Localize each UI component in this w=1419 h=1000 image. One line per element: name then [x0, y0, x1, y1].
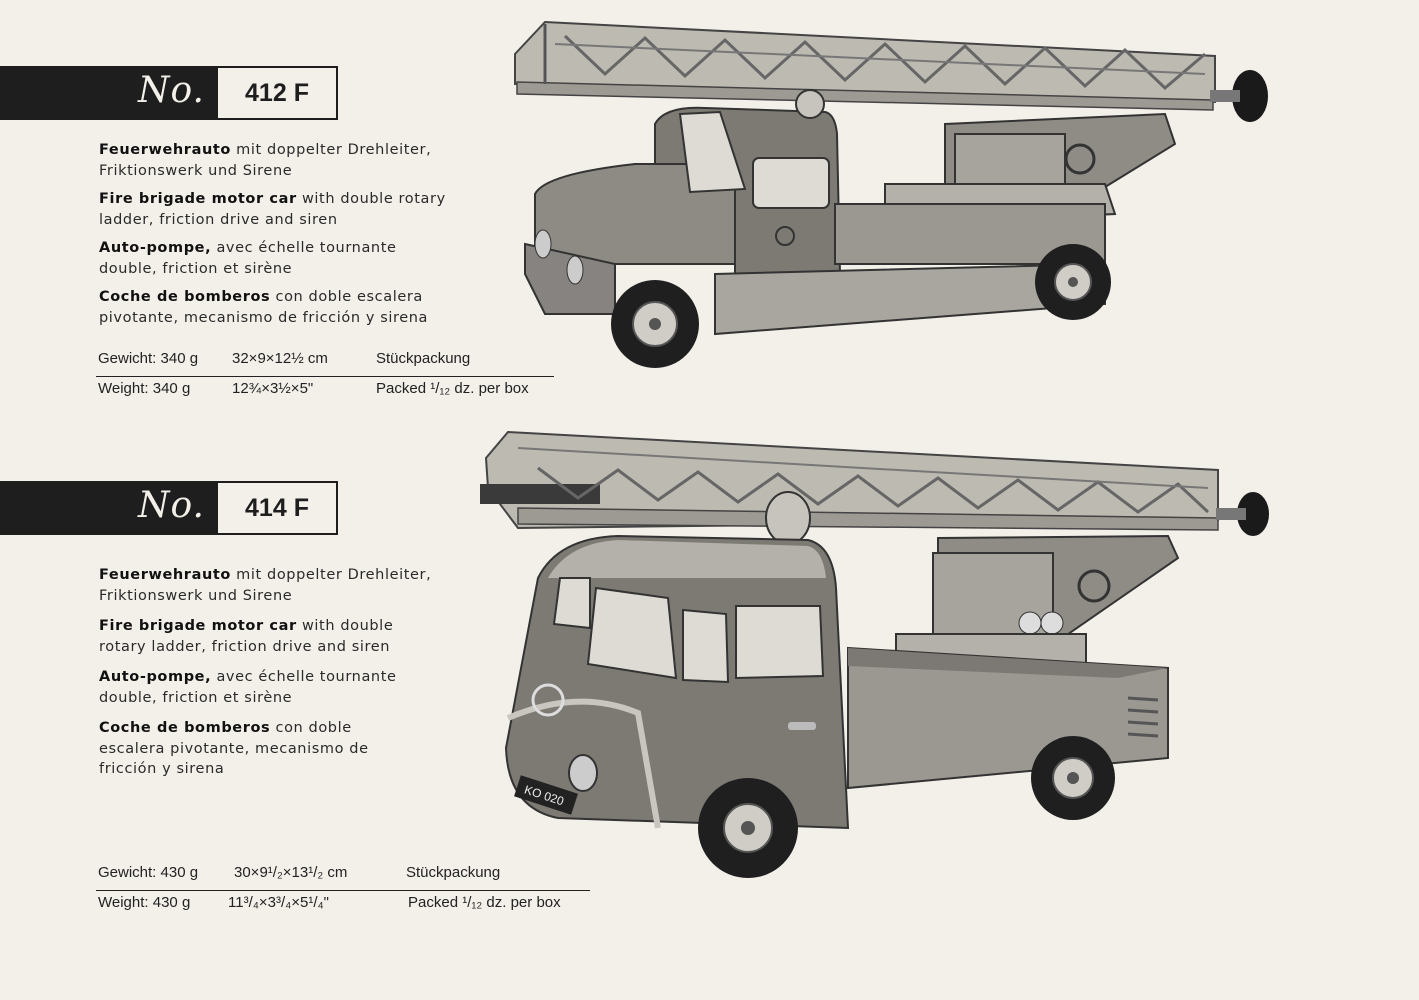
weight-de: Gewicht: 430 g — [98, 864, 199, 881]
pickup-bed — [847, 646, 1169, 790]
product-number-banner-412: No. 412 F — [0, 66, 338, 120]
description-de: Feuerwehrauto mit doppelter Drehleiter, … — [99, 567, 432, 604]
vw-cab — [504, 534, 850, 830]
fire-truck-414-image: KO 020 — [480, 430, 1269, 878]
product-specs-414: Gewicht: 430 g 30×9¹/₂×13¹/₂ cm Stückpac… — [96, 864, 590, 918]
truck-wheels — [611, 244, 1111, 368]
size-cm: 30×9¹/₂×13¹/₂ cm — [234, 864, 348, 881]
pack-en: Packed ¹/₁₂ dz. per box — [376, 380, 529, 397]
description-es: Coche de bomberos con doble escalera piv… — [99, 289, 429, 326]
description-en: Fire brigade motor car with double rotar… — [99, 191, 446, 228]
pack-de: Stückpackung — [406, 864, 501, 881]
ladder-wheel — [1232, 70, 1268, 122]
product-number: 414 F — [216, 481, 338, 535]
weight-en: Weight: 430 g — [98, 894, 191, 911]
rotary-ladder — [514, 20, 1216, 111]
description-en: Fire brigade motor car with double rotar… — [99, 618, 394, 655]
rotary-ladder — [480, 430, 1219, 531]
specs-row-de: Gewicht: 430 g 30×9¹/₂×13¹/₂ cm Stückpac… — [98, 864, 590, 888]
pack-de: Stückpackung — [376, 350, 471, 367]
pack-en: Packed ¹/₁₂ dz. per box — [408, 894, 561, 911]
product-description-412: Feuerwehrauto mit doppelter Drehleiter, … — [99, 140, 459, 336]
product-specs-412: Gewicht: 340 g 32×9×12½ cm Stückpackung … — [96, 350, 554, 404]
description-fr: Auto-pompe, avec échelle tournante doubl… — [99, 669, 397, 706]
siren — [765, 491, 811, 545]
size-inch: 12¾×3½×5" — [232, 380, 314, 397]
description-de: Feuerwehrauto mit doppelter Drehleiter, … — [99, 142, 432, 179]
truck-wheels — [698, 736, 1115, 878]
size-cm: 32×9×12½ cm — [232, 350, 328, 367]
size-inch: 11³/₄×3³/₄×5¹/₄" — [228, 894, 329, 911]
black-band — [0, 66, 218, 120]
specs-divider — [96, 890, 590, 891]
ladder-wheel — [1237, 492, 1269, 536]
no-label: No. — [138, 485, 205, 526]
description-es: Coche de bomberos con doble escalera piv… — [99, 720, 369, 777]
specs-divider — [96, 376, 554, 377]
black-band — [0, 481, 218, 535]
fire-truck-412-image — [514, 20, 1268, 368]
description-fr: Auto-pompe, avec échelle tournante doubl… — [99, 240, 397, 277]
weight-en: Weight: 340 g — [98, 380, 191, 397]
product-description-414: Feuerwehrauto mit doppelter Drehleiter, … — [99, 565, 439, 790]
specs-row-en: Weight: 430 g 11³/₄×3³/₄×5¹/₄" Packed ¹/… — [98, 894, 590, 918]
specs-row-de: Gewicht: 340 g 32×9×12½ cm Stückpackung — [98, 350, 554, 374]
specs-row-en: Weight: 340 g 12¾×3½×5" Packed ¹/₁₂ dz. … — [98, 380, 554, 404]
weight-de: Gewicht: 340 g — [98, 350, 199, 367]
no-label: No. — [138, 70, 205, 111]
product-number-banner-414: No. 414 F — [0, 481, 338, 535]
product-number: 412 F — [216, 66, 338, 120]
